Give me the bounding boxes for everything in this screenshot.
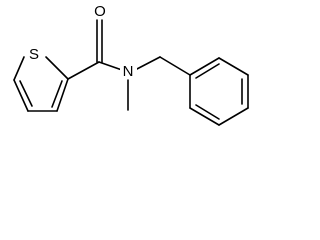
- double-bond-c2-c3-inner: [19, 80, 33, 107]
- bond-c4-c5: [56, 78, 69, 112]
- bond-carbonyl-nitrogen: [98, 61, 123, 71]
- bond-ch2-phenyl: [159, 56, 191, 76]
- bond-ph-c4-c5: [218, 107, 249, 126]
- bond-ph-c2-c3: [218, 57, 249, 76]
- chemical-structure-diagram: O S N: [13, 2, 249, 126]
- bond-c5-s: [45, 56, 69, 80]
- bond-s-c2: [13, 56, 25, 81]
- bond-ring-carbonyl: [67, 61, 100, 80]
- bond-ph-c5-c6: [189, 107, 220, 126]
- oxygen-label-bg: [92, 2, 108, 19]
- oxygen-label: O: [94, 3, 106, 20]
- benzene-ring: [189, 57, 249, 126]
- bond-nitrogen-ch2: [134, 56, 161, 71]
- sulfur-label: S: [29, 46, 39, 63]
- double-bond-ph-inner-1: [195, 63, 220, 79]
- bond-ph-c1-c2: [189, 57, 220, 76]
- atom-labels: O S N: [26, 2, 137, 80]
- nitrogen-label: N: [123, 63, 134, 80]
- double-bond-c4-c5-inner: [51, 80, 63, 108]
- thiophene-ring: [13, 56, 69, 112]
- amide-group: [67, 19, 191, 111]
- double-bond-ph-inner-3: [195, 104, 220, 120]
- sulfur-label-bg: [26, 45, 42, 62]
- bond-c2-c3: [13, 79, 29, 112]
- nitrogen-label-bg: [120, 61, 137, 79]
